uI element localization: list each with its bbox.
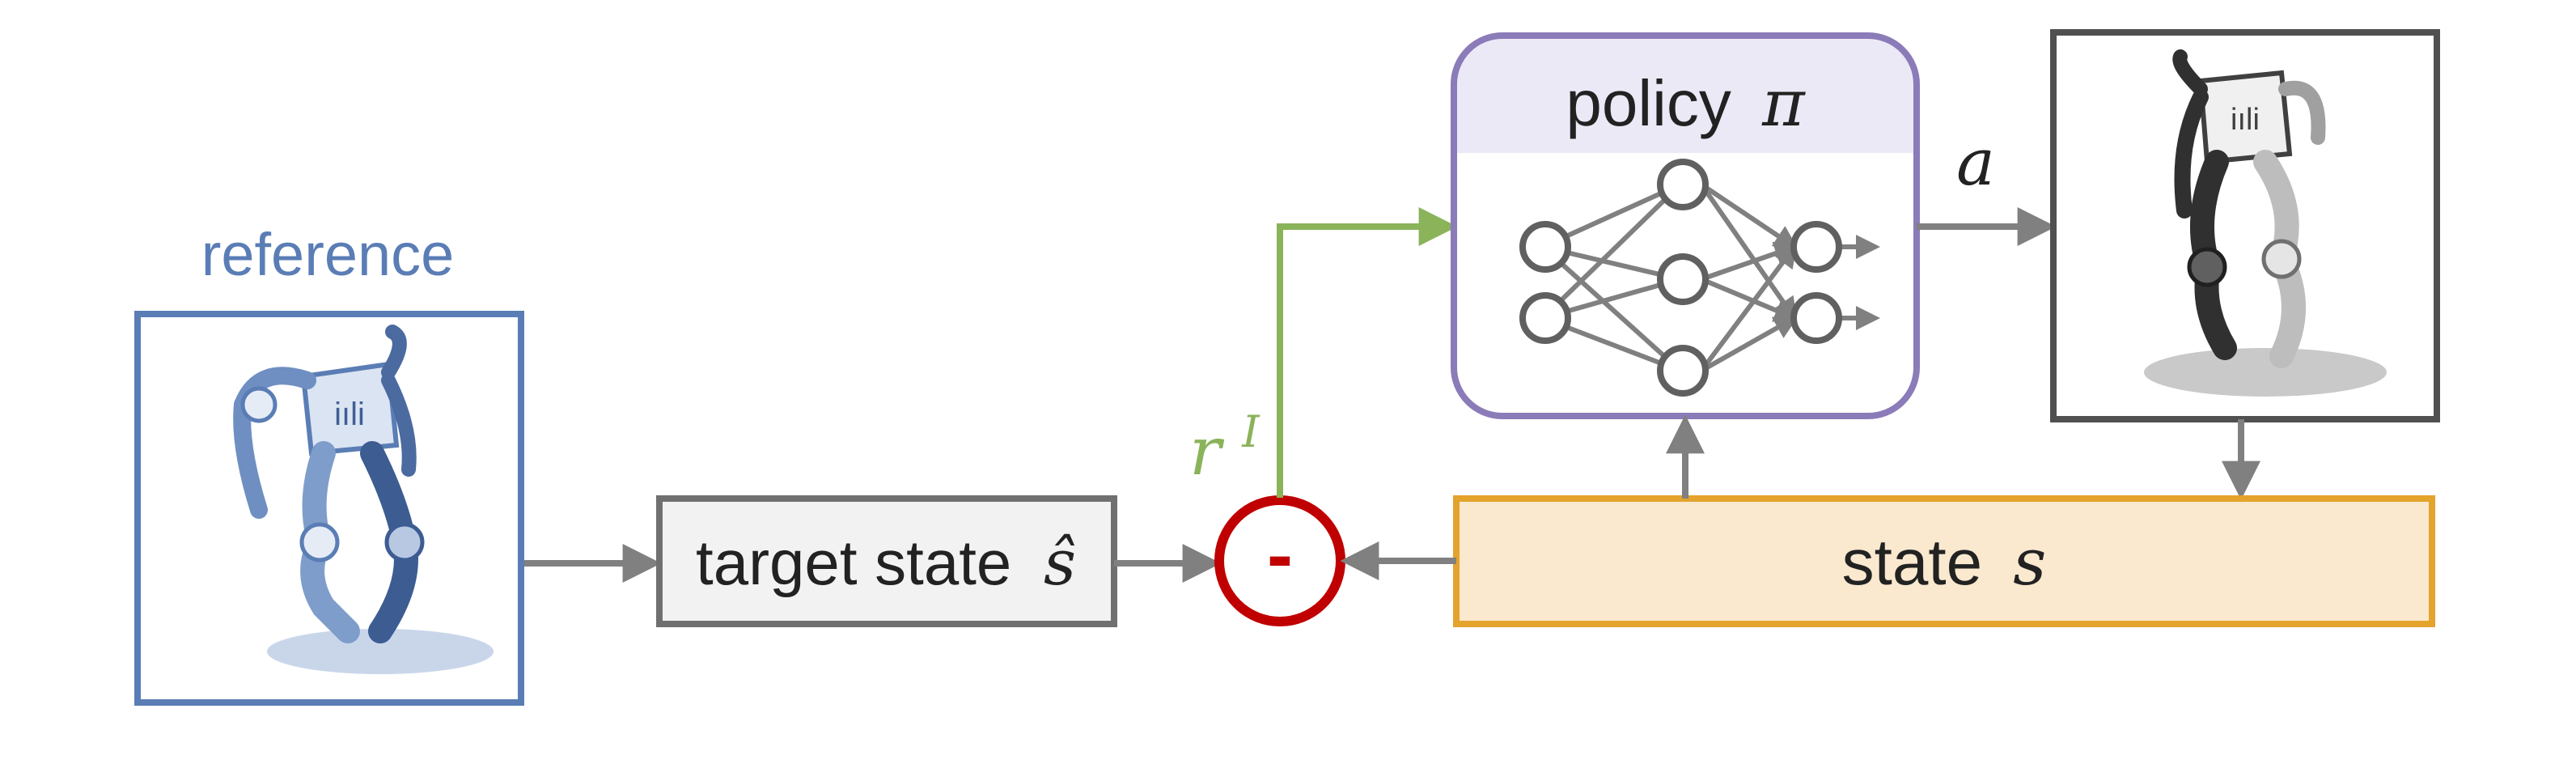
action-symbol: a	[1956, 125, 1995, 200]
reward-symbol: r	[1189, 414, 1225, 490]
state-text: state s	[1842, 524, 2047, 600]
target-state-text: target state ŝ	[696, 527, 1076, 600]
target-state-label: target state	[696, 527, 1011, 598]
biped-robot-ghost-icon: iıli	[233, 325, 494, 674]
neural-network-icon	[1519, 159, 1880, 397]
state-label: state	[1842, 526, 1982, 598]
policy-node: policy π	[1451, 32, 1920, 419]
policy-label: policy	[1566, 67, 1731, 139]
svg-text:iıli: iıli	[2231, 103, 2260, 137]
policy-symbol: π	[1761, 66, 1806, 141]
reference-panel: reference iıli	[134, 221, 524, 706]
nn-hidden-node	[1657, 253, 1709, 305]
svg-text:iıli: iıli	[334, 397, 365, 432]
subtract-symbol: -	[1267, 511, 1293, 598]
nn-input-node	[1519, 292, 1571, 344]
target-state-symbol: ŝ	[1044, 527, 1076, 600]
nn-output-node	[1790, 292, 1842, 344]
reward-label: r I	[1189, 406, 1260, 490]
policy-header-band	[1454, 36, 1917, 153]
state-symbol: s	[2013, 524, 2046, 600]
robot-panel: iıli	[2050, 29, 2440, 422]
arrow-reward-to-policy	[1277, 207, 1458, 498]
subtract-node: -	[1214, 495, 1345, 626]
state-node: state s	[1453, 495, 2435, 627]
nn-output-node	[1790, 221, 1842, 273]
policy-title: policy π	[1566, 66, 1806, 141]
biped-robot-icon: iıli	[2144, 49, 2387, 397]
target-state-node: target state ŝ	[656, 495, 1117, 627]
nn-hidden-node	[1657, 345, 1709, 397]
nn-input-node	[1519, 221, 1571, 273]
reference-label: reference	[201, 221, 455, 288]
reward-superscript: I	[1241, 406, 1260, 457]
nn-hidden-node	[1657, 159, 1709, 210]
